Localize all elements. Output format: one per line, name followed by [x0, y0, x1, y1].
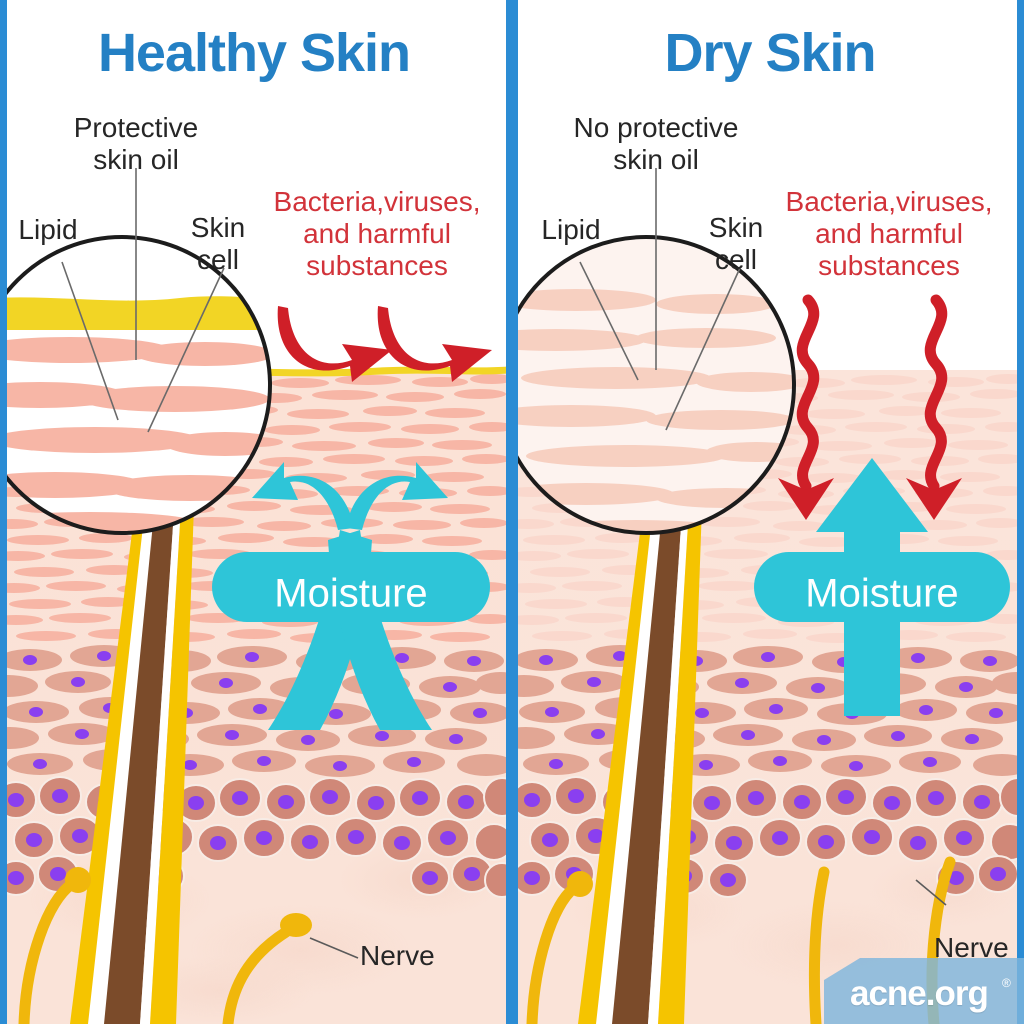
- dry-skin-illustration: Moisture: [516, 168, 1024, 1024]
- label-nerve-dry: Nerve: [934, 932, 1009, 963]
- threat-arrows-penetrating: [796, 294, 948, 492]
- panel-title-healthy: Healthy Skin: [97, 23, 411, 83]
- nerve-fibers: [18, 878, 292, 1024]
- label-no-protective-skin-oil: No protective skin oil: [573, 112, 739, 175]
- moisture-badge-dry: Moisture: [754, 552, 1010, 622]
- right-border: [1017, 0, 1024, 1024]
- moisture-badge-healthy: Moisture: [212, 552, 490, 622]
- registered-mark: ®: [1002, 976, 1011, 990]
- hair-follicle-dry: [578, 300, 706, 1024]
- magnified-inset-dry: [516, 235, 796, 535]
- watermark-banner-shape: [824, 958, 1024, 1024]
- label-protective-skin-oil: Protective skin oil: [73, 112, 199, 175]
- label-threats-dry: Bacteria,viruses, and harmful substances: [785, 186, 993, 281]
- watermark-text: acne.org: [850, 974, 989, 1013]
- hair-follicle: [70, 300, 198, 1024]
- panel-divider: [506, 0, 518, 1024]
- label-lipid-healthy: Lipid: [18, 214, 78, 245]
- panel-dry-skin: Moisture Dry Skin No protective skin oil…: [516, 0, 1024, 1024]
- acne-org-watermark: acne.org ®: [824, 958, 1024, 1024]
- healthy-skin-illustration: Moisture: [0, 168, 508, 1024]
- panel-healthy-skin: Moisture Healthy Skin Protective skin oi…: [0, 0, 508, 1024]
- leader-lines-dry: [579, 168, 741, 431]
- label-lipid-dry: Lipid: [541, 214, 601, 245]
- threat-arrowheads: [778, 478, 962, 520]
- panel-title-dry: Dry Skin: [664, 23, 876, 83]
- moisture-label-dry: Moisture: [805, 572, 958, 616]
- threat-arrows-deflected: [277, 306, 492, 382]
- label-threats-healthy: Bacteria,viruses, and harmful substances: [273, 186, 481, 281]
- label-skin-cell-healthy: Skin cell: [190, 212, 246, 275]
- label-skin-cell-dry: Skin cell: [708, 212, 764, 275]
- leader-lines: [61, 168, 225, 433]
- moisture-label-healthy: Moisture: [274, 572, 427, 616]
- left-border: [0, 0, 7, 1024]
- label-nerve-healthy: Nerve: [360, 940, 435, 971]
